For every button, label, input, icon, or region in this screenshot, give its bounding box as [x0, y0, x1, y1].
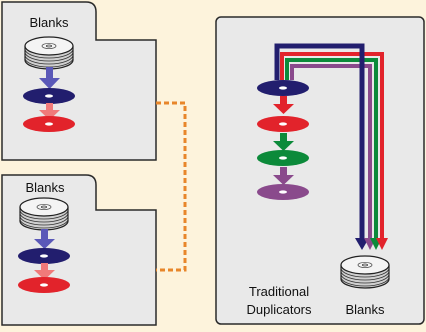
flow-lines: [274, 43, 384, 240]
disc-icon: [23, 116, 75, 132]
panel-connector: [156, 101, 187, 272]
top-duplicator-panel: Blanks: [1, 1, 157, 161]
arrow-down-icon: [34, 263, 55, 280]
bottom-blanks-label: Blanks: [25, 180, 65, 195]
disc-icon: [23, 88, 75, 104]
disc-icon: [257, 116, 309, 132]
caption-line-2: Duplicators: [246, 302, 312, 317]
disc-stack-icon: [340, 255, 390, 289]
disc-stack-icon: [19, 197, 69, 231]
disc-icon: [257, 184, 309, 200]
arrow-down-icon: [273, 133, 294, 151]
right-blanks-label: Blanks: [345, 302, 385, 317]
disc-icon: [257, 80, 309, 96]
arrow-down-icon: [34, 229, 55, 249]
arrow-down-icon: [39, 103, 60, 120]
arrow-down-icon: [273, 96, 294, 114]
arrow-down-icon: [273, 167, 294, 185]
disc-stack-icon: [24, 36, 74, 70]
flow-arrowheads: [355, 238, 388, 250]
top-blanks-label: Blanks: [29, 15, 69, 30]
caption-line-1: Traditional: [249, 284, 309, 299]
traditional-duplicators-panel: Traditional Duplicators Blanks: [215, 16, 425, 325]
disc-icon: [257, 150, 309, 166]
bottom-duplicator-panel: Blanks: [1, 174, 157, 326]
arrow-down-icon: [39, 67, 60, 89]
disc-icon: [18, 248, 70, 264]
disc-icon: [18, 277, 70, 293]
